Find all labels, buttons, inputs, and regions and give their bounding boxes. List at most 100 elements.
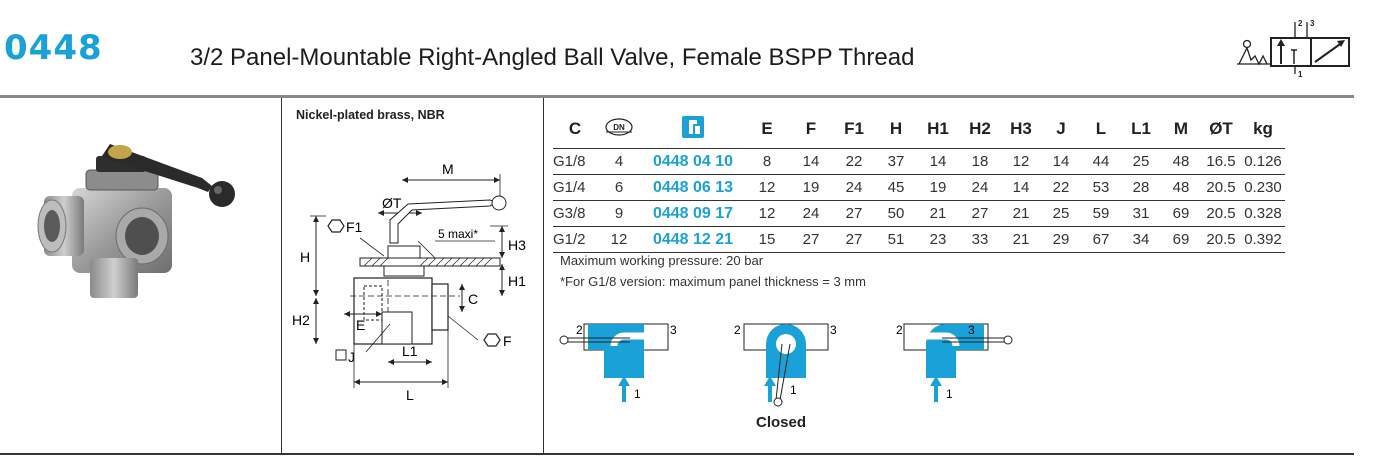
col-f1: F1 — [844, 119, 864, 138]
cell-ot: 20.5 — [1201, 174, 1241, 201]
col-m: M — [1173, 119, 1189, 138]
col-h1: H1 — [927, 119, 949, 138]
cell-c: G1/8 — [553, 148, 597, 175]
part-number-icon — [682, 115, 704, 138]
symbol-port-3: 3 — [1310, 19, 1315, 28]
cell-dn: 6 — [597, 174, 641, 201]
col-e: E — [761, 119, 773, 138]
cell-l1: 31 — [1121, 200, 1161, 227]
cell-m: 69 — [1161, 200, 1201, 227]
cell-h: 45 — [875, 174, 917, 201]
dn-label: DN — [613, 123, 625, 132]
position-port-1: 1 — [634, 387, 641, 401]
cell-l1: 34 — [1121, 226, 1161, 253]
col-l1: L1 — [1131, 119, 1151, 138]
cell-c: G1/4 — [553, 174, 597, 201]
col-part-number — [641, 110, 745, 149]
product-photo — [37, 144, 235, 298]
valve-symbol-icon: 2 3 1 — [1237, 19, 1350, 78]
cell-h3: 14 — [1001, 174, 1041, 201]
cell-ot: 20.5 — [1201, 226, 1241, 253]
position-port-1: 1 — [790, 383, 797, 397]
cell-h1: 14 — [917, 148, 959, 175]
dim-c: C — [468, 291, 478, 307]
cell-l: 59 — [1081, 200, 1121, 227]
dim-f1: F1 — [346, 219, 363, 235]
cell-h3: 21 — [1001, 200, 1041, 227]
cell-c: G3/8 — [553, 200, 597, 227]
col-h: H — [889, 119, 903, 138]
cell-j: 25 — [1041, 200, 1081, 227]
closed-label: Closed — [756, 414, 807, 431]
cell-part-number[interactable]: 0448 04 10 — [641, 148, 745, 175]
cell-c: G1/2 — [553, 226, 597, 253]
cell-dn: 4 — [597, 148, 641, 175]
cell-part-number[interactable]: 0448 06 13 — [641, 174, 745, 201]
position-1-to-3-diagram: 2 3 1 — [896, 323, 1013, 402]
cell-h2: 24 — [959, 174, 1001, 201]
cell-m: 48 — [1161, 174, 1201, 201]
cell-e: 12 — [745, 200, 789, 227]
dim-l: L — [406, 387, 414, 403]
table-row: G1/4 6 0448 06 13 12 19 24 45 19 24 14 2… — [553, 174, 1285, 201]
cell-f1: 24 — [833, 174, 875, 201]
cell-l1: 28 — [1121, 174, 1161, 201]
material-label: Nickel-plated brass, NBR — [296, 108, 445, 122]
cell-h3: 21 — [1001, 226, 1041, 253]
cell-h2: 27 — [959, 200, 1001, 227]
cell-ot: 16.5 — [1201, 148, 1241, 175]
col-ot: ØT — [1209, 119, 1233, 138]
cell-f: 14 — [789, 148, 833, 175]
table-header-row: C DN E F F1 H H1 H2 H3 — [553, 110, 1285, 149]
cell-kg: 0.230 — [1241, 174, 1285, 201]
col-dn: DN — [597, 110, 641, 149]
pressure-note: Maximum working pressure: 20 bar — [560, 253, 764, 268]
position-port-1: 1 — [946, 387, 953, 401]
cell-l: 67 — [1081, 226, 1121, 253]
cell-e: 15 — [745, 226, 789, 253]
col-f: F — [805, 119, 817, 138]
dim-5-maxi: 5 maxi* — [438, 227, 478, 241]
dim-m: M — [442, 161, 454, 177]
cell-e: 12 — [745, 174, 789, 201]
cell-kg: 0.392 — [1241, 226, 1285, 253]
cell-h2: 33 — [959, 226, 1001, 253]
cell-part-number[interactable]: 0448 09 17 — [641, 200, 745, 227]
cell-j: 22 — [1041, 174, 1081, 201]
cell-f1: 22 — [833, 148, 875, 175]
dim-f: F — [503, 333, 512, 349]
dim-h: H — [300, 249, 310, 265]
cell-part-number[interactable]: 0448 12 21 — [641, 226, 745, 253]
position-port-2: 2 — [576, 323, 583, 337]
specs-table: C DN E F F1 H H1 H2 H3 — [553, 110, 1285, 253]
cell-h: 37 — [875, 148, 917, 175]
col-l: L — [1095, 119, 1107, 138]
table-row: G3/8 9 0448 09 17 12 24 27 50 21 27 21 2… — [553, 200, 1285, 227]
footer-rule — [0, 453, 1354, 455]
dim-ot: ØT — [382, 195, 402, 211]
page-title: 3/2 Panel-Mountable Right-Angled Ball Va… — [190, 44, 915, 71]
cell-f1: 27 — [833, 200, 875, 227]
dim-h1: H1 — [508, 273, 526, 289]
position-port-3: 3 — [968, 323, 975, 337]
position-port-3: 3 — [670, 323, 677, 337]
cell-kg: 0.328 — [1241, 200, 1285, 227]
cell-dn: 12 — [597, 226, 641, 253]
dim-e: E — [356, 317, 365, 333]
dim-h3: H3 — [508, 237, 526, 253]
symbol-port-2: 2 — [1298, 19, 1303, 28]
dim-h2: H2 — [292, 312, 310, 328]
cell-h1: 19 — [917, 174, 959, 201]
cell-f: 27 — [789, 226, 833, 253]
panel-thickness-note: *For G1/8 version: maximum panel thickne… — [560, 274, 866, 289]
cell-dn: 9 — [597, 200, 641, 227]
col-h3: H3 — [1010, 119, 1032, 138]
cell-l1: 25 — [1121, 148, 1161, 175]
cell-m: 48 — [1161, 148, 1201, 175]
cell-f: 24 — [789, 200, 833, 227]
table-row: G1/2 12 0448 12 21 15 27 27 51 23 33 21 … — [553, 226, 1285, 253]
position-port-2: 2 — [734, 323, 741, 337]
header-rule — [0, 95, 1354, 98]
dim-j: J — [348, 349, 355, 365]
cell-h1: 23 — [917, 226, 959, 253]
